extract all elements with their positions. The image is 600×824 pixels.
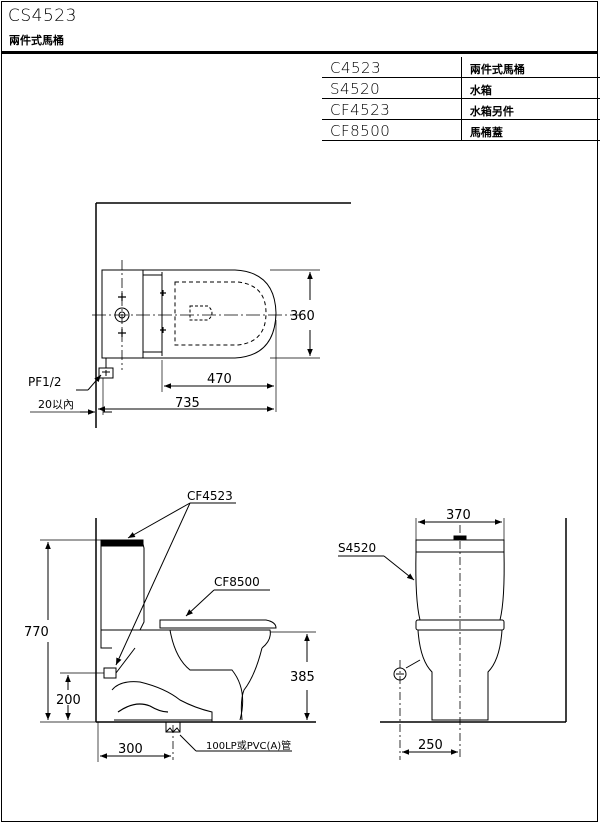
dim-rough-in: 300 — [118, 742, 143, 757]
top-bowl-inner — [174, 281, 267, 346]
top-view — [30, 202, 351, 428]
part-name: 水箱 — [461, 77, 600, 99]
supply-valve-side — [103, 667, 117, 679]
part-name: 水箱另件 — [461, 98, 600, 120]
parts-row: CF8500 馬桶蓋 — [322, 119, 600, 141]
part-name: 兩件式馬桶 — [461, 57, 600, 78]
title-divider — [1, 51, 598, 54]
dim-bowl-length: 470 — [207, 372, 232, 387]
dim-tank-width: 370 — [446, 508, 471, 523]
part-code: S4520 — [322, 77, 462, 99]
front-seat — [415, 619, 505, 631]
dim-rim-height: 385 — [290, 670, 315, 685]
front-view — [338, 518, 567, 760]
dim-total-length: 735 — [175, 396, 200, 411]
callout-seat: CF8500 — [214, 575, 260, 589]
parts-row: S4520 水箱 — [322, 77, 600, 99]
callout-tank-parts: CF4523 — [187, 489, 233, 503]
dim-supply-height: 200 — [56, 693, 81, 708]
dim-total-height: 770 — [24, 625, 49, 640]
part-name: 馬桶蓋 — [461, 119, 600, 141]
top-tank — [101, 269, 144, 359]
top-bowl — [143, 269, 277, 359]
side-seat — [159, 619, 277, 629]
parts-row: C4523 兩件式馬桶 — [322, 57, 600, 78]
parts-table: C4523 兩件式馬桶 S4520 水箱 CF4523 水箱另件 CF8500 … — [322, 57, 600, 141]
side-bowl — [169, 629, 244, 721]
part-code: C4523 — [322, 57, 462, 78]
side-view — [40, 502, 316, 762]
flush-button-top — [114, 307, 130, 323]
parts-row: CF4523 水箱另件 — [322, 98, 600, 120]
dim-offset: 250 — [418, 738, 443, 753]
model-title: CS4523 — [8, 6, 77, 26]
dim-top-width: 360 — [290, 309, 315, 324]
label-supply: PF1/2 — [28, 375, 61, 389]
part-code: CF8500 — [322, 119, 462, 141]
side-tank — [100, 539, 145, 631]
model-description: 兩件式馬桶 — [9, 34, 64, 47]
label-drain: 100LP或PVC(A)管 — [206, 739, 291, 752]
part-code: CF4523 — [322, 98, 462, 120]
label-wall-gap: 20以內 — [38, 398, 74, 411]
callout-tank: S4520 — [338, 541, 376, 555]
